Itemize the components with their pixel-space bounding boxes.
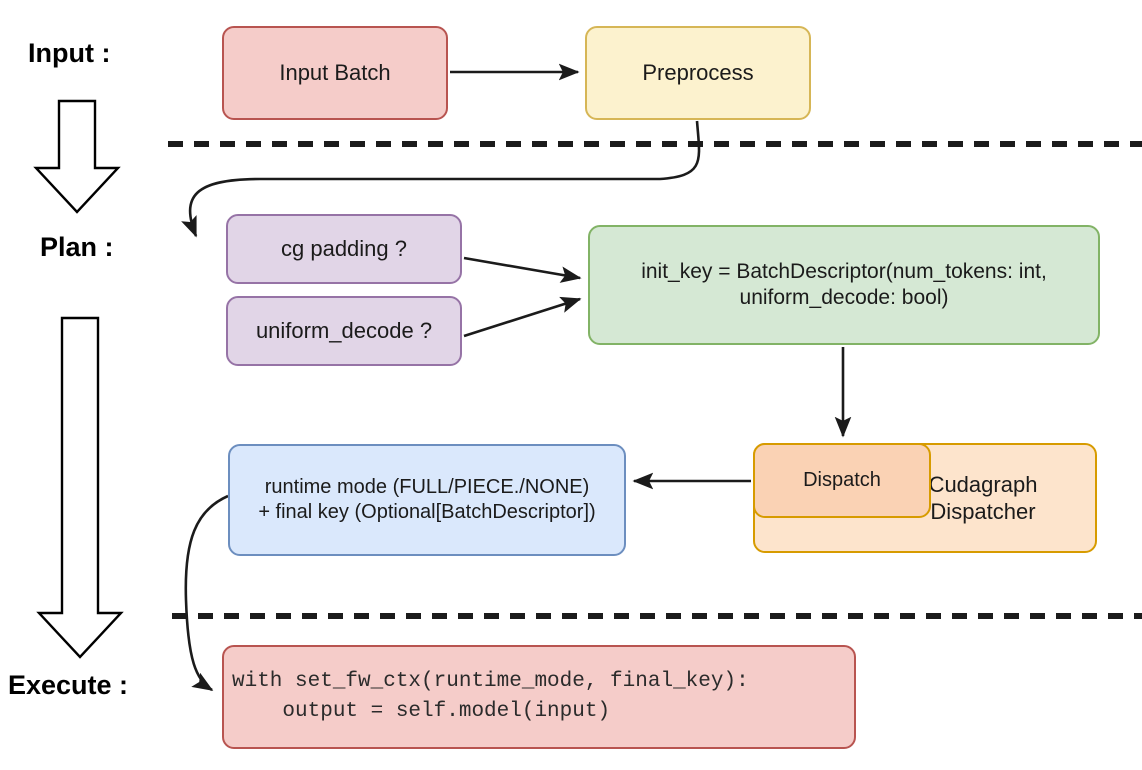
node-preprocess[interactable]: Preprocess (585, 26, 811, 120)
connector-uniform-decode-to-init-key (463, 296, 582, 338)
node-cg-padding-label: cg padding ? (281, 236, 407, 262)
connector-cg-padding-to-init-key (463, 256, 582, 283)
node-dispatch-label: Dispatch (803, 469, 881, 491)
node-uniform-decode-label: uniform_decode ? (255, 318, 433, 344)
stage-label-execute: Execute : (8, 670, 129, 700)
stage-label-input: Input : (28, 38, 111, 68)
node-execute-code[interactable]: with set_fw_ctx(runtime_mode, final_key)… (222, 645, 856, 749)
node-runtime-mode-line1: runtime mode (FULL/PIECE./NONE) (264, 476, 590, 498)
node-input-batch[interactable]: Input Batch (222, 26, 448, 120)
node-dispatch[interactable]: Dispatch (753, 443, 931, 518)
node-uniform-decode[interactable]: uniform_decode ? (226, 296, 462, 366)
node-runtime-mode[interactable]: runtime mode (FULL/PIECE./NONE) + final … (228, 444, 626, 556)
node-input-batch-label: Input Batch (279, 60, 391, 86)
node-init-key[interactable]: init_key = BatchDescriptor(num_tokens: i… (588, 225, 1100, 345)
node-runtime-mode-line2: + final key (Optional[BatchDescriptor]) (258, 501, 596, 523)
block-arrow-input-to-plan (33, 99, 121, 214)
node-init-key-label: init_key = BatchDescriptor(num_tokens: i… (641, 259, 1047, 309)
node-cg-padding[interactable]: cg padding ? (226, 214, 462, 284)
stage-label-plan: Plan : (40, 232, 114, 262)
node-preprocess-label: Preprocess (642, 60, 754, 86)
block-arrow-plan-to-execute (36, 316, 124, 659)
node-execute-code-text: with set_fw_ctx(runtime_mode, final_key)… (232, 669, 749, 723)
node-cudagraph-dispatcher-label: Cudagraph Dispatcher (928, 471, 1038, 525)
